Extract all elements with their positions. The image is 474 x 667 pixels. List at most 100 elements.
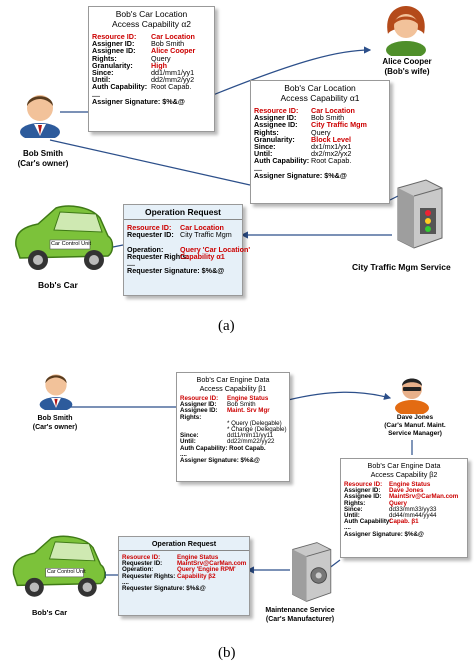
field-value: Root Capab. [151, 82, 192, 92]
field-key: Until: [254, 149, 273, 159]
field-row: Resource ID:Car Location [251, 106, 389, 115]
field-key: Granularity: [254, 134, 295, 144]
field-row: Assignee ID: Alice Cooper [89, 46, 214, 56]
field-value: dd22/mm22/yy22 [227, 438, 275, 446]
field-value: Query 'Engine RPM' [177, 566, 236, 574]
bob-label-a: Bob Smith (Car's owner) [17, 149, 69, 168]
field-value: Capab. β1 [389, 518, 419, 526]
dave-label: Dave Jones (Car's Manuf. Maint. Service … [384, 414, 446, 437]
field-row: * Query (Delegable) [177, 419, 289, 427]
field-key: Since: [92, 67, 114, 77]
field-row: .... [124, 258, 242, 268]
field-value: Car Location [311, 106, 355, 115]
field-value: Query [311, 127, 331, 137]
field-value: Capability β2 [177, 572, 216, 580]
field-key: .... [92, 89, 100, 99]
field-key: Assignee ID: [344, 493, 382, 501]
request-a-title: Operation Request [124, 205, 242, 220]
field-row: Assigner Signature: $%&@ [89, 97, 214, 106]
field-value: * Query (Delegable) [227, 419, 282, 427]
field-row: Since:dd33/mm33/yy33 [341, 506, 467, 513]
field-key: Since: [254, 141, 276, 151]
field-key: Assigner ID: [254, 113, 297, 123]
field-key: Assigner ID: [92, 39, 135, 49]
field-key: Rights: [254, 127, 279, 137]
field-key: .... [127, 258, 135, 268]
field-value: Bob Smith [227, 401, 256, 409]
operation-request-b-card: Operation Request Resource ID:Engine Sta… [118, 536, 250, 616]
field-key: Rights: [92, 53, 117, 63]
field-value: MaintSrv@CarMan.com [389, 493, 459, 501]
field-row: Assigner Signature: $%&@ [341, 530, 467, 538]
cap-a1-title: Bob's Car Location Access Capability α1 [280, 83, 360, 103]
field-row: Rights:Query [89, 53, 214, 63]
field-key: Until: [344, 511, 360, 519]
cap-a2-to-alice-line [212, 46, 372, 96]
field-key: Assigner ID: [344, 487, 381, 495]
field-key: Operation: [122, 566, 154, 574]
field-row: Rights: [177, 414, 289, 421]
field-row: Assignee ID: City Traffic Mgm [251, 120, 389, 130]
bob-avatar-icon [20, 95, 60, 138]
field-value: City Traffic Mgm [311, 120, 367, 130]
field-value: dd44/mm44/yy44 [389, 511, 437, 519]
field-key: Auth Capability: [344, 518, 392, 526]
field-row: Operation: Query 'Car Location' [124, 244, 250, 254]
field-row: Requester Signature: $%&@ [124, 266, 242, 275]
capability-alpha1-card: Bob's Car Location Access Capability α1 … [250, 80, 390, 204]
field-value: Query 'Car Location' [180, 244, 251, 254]
field-key: Auth Capability: Root Capab. [180, 444, 266, 452]
capability-beta1-card: Bob's Car Engine Data Access Capability … [176, 372, 290, 482]
field-value: Maint. Srv Mgr [227, 407, 270, 415]
field-value: MaintSrv@CarMan.com [177, 560, 247, 568]
field-value: Alice Cooper [151, 46, 196, 56]
field-value: Block Level [311, 134, 351, 144]
field-row: Resource ID:Engine Status [177, 395, 289, 402]
field-row: Since:dx1/mx1/yx1 [251, 141, 389, 151]
field-key: .... [254, 163, 262, 173]
field-row: Resource ID:Engine Status [119, 554, 249, 561]
field-row [124, 237, 242, 244]
field-key: Auth Capability: [92, 82, 148, 92]
field-value: Engine Status [389, 481, 431, 488]
alice-avatar-icon [386, 6, 426, 56]
field-row: Until: dd22/mm22/yy22 [177, 438, 289, 446]
field-key: Operation: [127, 244, 164, 254]
field-value: Dave Jones [389, 487, 424, 495]
bob-avatar-icon-b [39, 374, 73, 410]
field-row: Granularity: Block Level [251, 134, 389, 144]
field-row: Granularity:High [89, 60, 214, 70]
field-key: Assignee ID: [92, 46, 136, 56]
request-b-title: Operation Request [119, 537, 249, 551]
field-key: Assigner Signature: $%&@ [344, 530, 424, 538]
field-key: .... [180, 450, 187, 458]
field-value: Car Location [180, 223, 224, 232]
car-unit-label-b: Car Control Unit [47, 569, 86, 575]
field-key: Assignee ID: [254, 120, 298, 130]
field-value: City Traffic Mgm [180, 230, 232, 240]
field-row: Operation: Query 'Engine RPM' [119, 566, 249, 574]
field-value: High [151, 60, 167, 70]
field-row: Resource ID:Engine Status [341, 481, 467, 488]
panel-a-label: (a) [218, 318, 235, 334]
field-value: dd11/mm11/yy11 [227, 432, 274, 440]
field-row: Assigner ID: Dave Jones [341, 487, 467, 495]
field-value: dd2/mm2/yy2 [151, 75, 195, 85]
field-key: Auth Capability: [254, 156, 310, 166]
car-label-b: Bob's Car [32, 608, 68, 617]
field-key: Resource ID: [92, 32, 137, 41]
field-key: Assignee ID: [180, 407, 218, 415]
cap-b1-title: Bob's Car Engine Data Access Capability … [196, 375, 270, 393]
field-key: Until: [180, 438, 196, 446]
field-key: Requester Signature: $%&@ [122, 584, 206, 592]
alice-label: Alice Cooper (Bob's wife) [382, 57, 432, 76]
field-row: Requester ID:MaintSrv@CarMan.com [119, 560, 249, 568]
field-row: Until:dx2/mx2/yx2 [251, 149, 389, 159]
field-row: Since: dd11/mm11/yy11 [177, 432, 289, 440]
field-key: Since: [180, 432, 199, 440]
field-value: Bob Smith [151, 39, 185, 49]
field-row: Assigner Signature: $%&@ [177, 457, 289, 464]
server-icon-b [292, 542, 332, 602]
field-value: Query [389, 499, 407, 507]
